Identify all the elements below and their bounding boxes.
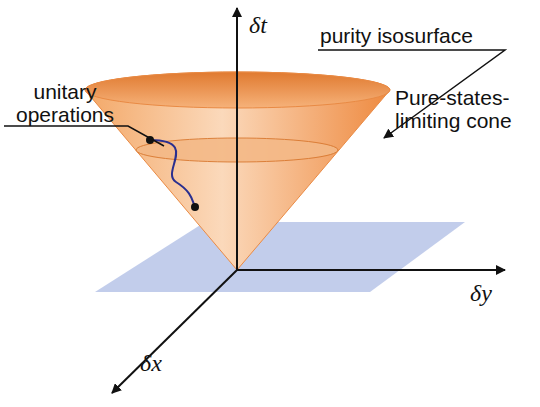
x-axis bbox=[112, 270, 237, 393]
callout-label: purity isosurface bbox=[320, 24, 520, 47]
axis-label: δx bbox=[140, 352, 180, 375]
axis-label: δt bbox=[249, 14, 289, 37]
y-axis bbox=[237, 269, 505, 271]
path-dot bbox=[191, 203, 199, 211]
unitary-path bbox=[150, 140, 195, 207]
t-axis bbox=[236, 8, 238, 270]
callout-label: Pure-states- limiting cone bbox=[395, 86, 530, 132]
axis-label: δy bbox=[470, 282, 510, 305]
callout-label: unitary operations bbox=[2, 80, 128, 126]
plane bbox=[95, 222, 465, 292]
leader-line bbox=[4, 126, 164, 146]
